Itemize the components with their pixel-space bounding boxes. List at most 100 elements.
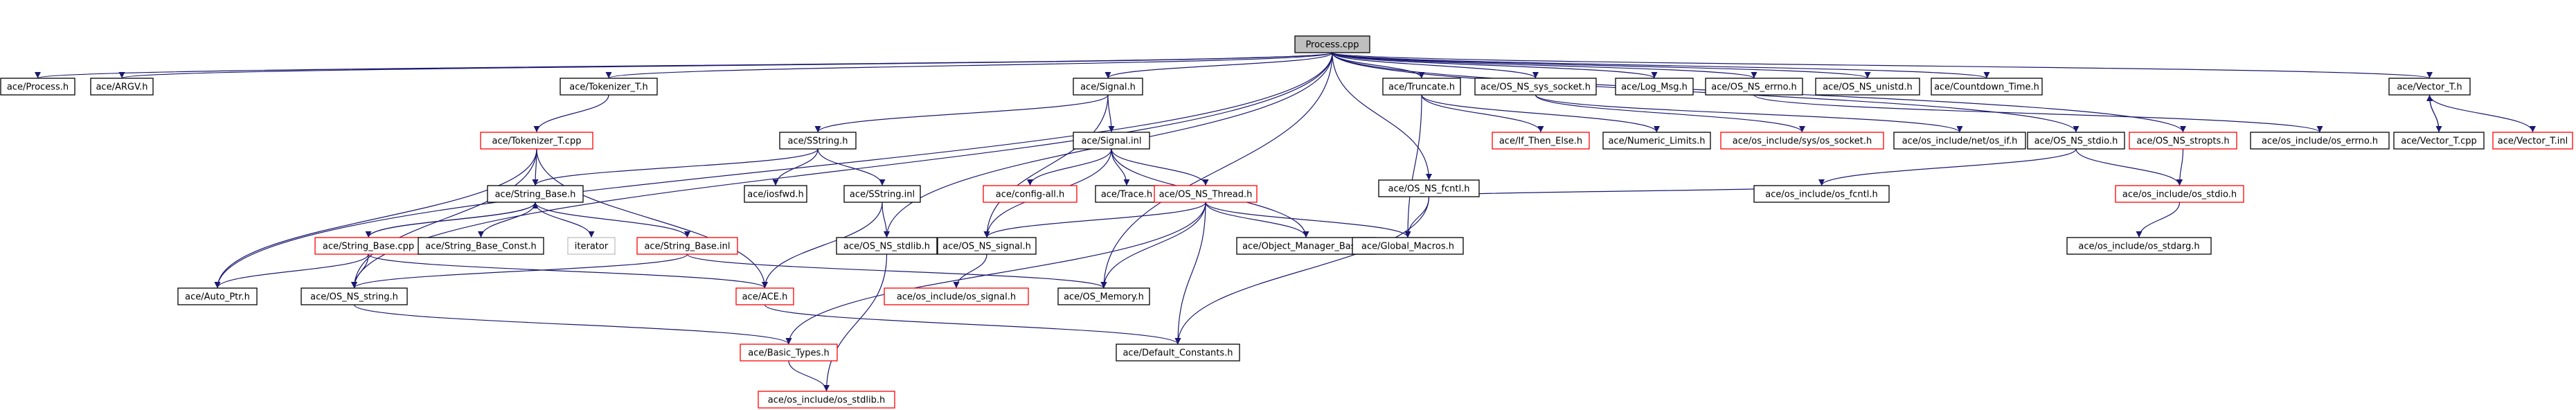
node-n23[interactable]: ace/Vector_T.inl xyxy=(2492,132,2573,150)
edge-n6-n18 xyxy=(1535,94,1963,133)
edge-n5-n16 xyxy=(1421,94,1660,133)
node-n9[interactable]: ace/OS_NS_unistd.h xyxy=(1815,78,1920,96)
node-box xyxy=(90,78,154,96)
node-box xyxy=(177,287,258,305)
node-n4[interactable]: ace/Signal.h xyxy=(1073,78,1143,96)
node-n38[interactable]: ace/OS_NS_signal.h xyxy=(937,237,1037,255)
node-n15[interactable]: ace/If_Then_Else.h xyxy=(1492,132,1590,150)
node-n22[interactable]: ace/Vector_T.cpp xyxy=(2393,132,2485,150)
node-label: ace/OS_NS_fcntl.h xyxy=(1388,184,1470,195)
node-label: ace/os_include/os_stdio.h xyxy=(2122,190,2237,200)
node-n2[interactable]: ace/ARGV.h xyxy=(90,78,154,96)
edge-n5-n40 xyxy=(1404,94,1422,238)
node-n7[interactable]: ace/Log_Msg.h xyxy=(1615,78,1694,96)
edge-n0-n42 xyxy=(214,52,1333,289)
node-n12[interactable]: ace/Tokenizer_T.cpp xyxy=(480,132,593,150)
node-n18[interactable]: ace/os_include/net/os_if.h xyxy=(1893,132,2026,150)
node-box xyxy=(1378,179,1480,197)
node-box xyxy=(1615,78,1694,96)
node-label: ace/Numeric_Limits.h xyxy=(1608,136,1705,147)
edge-n32-n41 xyxy=(2136,202,2181,238)
node-n48[interactable]: ace/Default_Constants.h xyxy=(1116,344,1240,362)
node-n6[interactable]: ace/OS_NS_sys_socket.h xyxy=(1474,78,1597,96)
node-n43[interactable]: ace/OS_NS_string.h xyxy=(301,287,408,305)
node-n41[interactable]: ace/os_include/os_stdarg.h xyxy=(2066,237,2212,255)
node-n40[interactable]: ace/Global_Macros.h xyxy=(1352,237,1464,255)
edge-n14-n28 xyxy=(1027,148,1112,186)
node-label: ace/If_Then_Else.h xyxy=(1499,136,1582,147)
node-n8[interactable]: ace/OS_NS_errno.h xyxy=(1705,78,1803,96)
node-box xyxy=(1705,78,1803,96)
node-box xyxy=(1352,237,1464,255)
node-box xyxy=(2129,132,2237,150)
node-n14[interactable]: ace/Signal.inl xyxy=(1073,132,1150,150)
node-n42[interactable]: ace/Auto_Ptr.h xyxy=(177,287,258,305)
node-box xyxy=(2250,132,2390,150)
node-label: ace/OS_NS_sys_socket.h xyxy=(1481,82,1591,93)
node-label: iterator xyxy=(575,242,609,252)
edge-n6-n17 xyxy=(1535,94,1805,133)
edge-n43-n47 xyxy=(353,304,792,345)
node-n37[interactable]: ace/OS_NS_stdlib.h xyxy=(836,237,938,255)
node-box xyxy=(1931,78,2043,96)
edge-n0-n6 xyxy=(1332,52,1539,79)
node-n25[interactable]: ace/String_Base.h xyxy=(487,185,584,203)
edge-n0-n8 xyxy=(1332,52,1757,79)
node-label: ace/os_include/os_stdlib.h xyxy=(768,395,885,406)
edge-n30-n48 xyxy=(1174,202,1206,345)
node-n45[interactable]: ace/os_include/os_signal.h xyxy=(884,287,1029,305)
node-box xyxy=(1602,132,1711,150)
edges-layer xyxy=(35,52,2536,392)
node-box xyxy=(418,237,544,255)
edge-n0-n1 xyxy=(35,52,1333,79)
node-n5[interactable]: ace/Truncate.h xyxy=(1382,78,1461,96)
node-n28[interactable]: ace/config-all.h xyxy=(983,185,1077,203)
node-n31[interactable]: ace/os_include/os_fcntl.h xyxy=(1753,185,1890,203)
node-label: ace/OS_NS_stdlib.h xyxy=(843,242,930,252)
node-n26[interactable]: ace/iosfwd.h xyxy=(744,185,807,203)
node-n34[interactable]: ace/String_Base_Const.h xyxy=(418,237,544,255)
node-box xyxy=(836,237,938,255)
edge-n3-n12 xyxy=(533,94,609,133)
node-label: ace/Object_Manager_Base.h xyxy=(1242,242,1370,252)
node-box xyxy=(2393,132,2485,150)
node-n20[interactable]: ace/OS_NS_stropts.h xyxy=(2129,132,2237,150)
node-n10[interactable]: ace/Countdown_Time.h xyxy=(1931,78,2043,96)
node-n46[interactable]: ace/OS_Memory.h xyxy=(1057,287,1150,305)
edge-n30-n47 xyxy=(785,202,1206,345)
node-n32[interactable]: ace/os_include/os_stdio.h xyxy=(2115,185,2244,203)
node-box xyxy=(1294,35,1370,53)
edge-n0-n19 xyxy=(1332,52,2079,133)
node-label: ace/ACE.h xyxy=(742,292,788,303)
node-n13[interactable]: ace/SString.h xyxy=(779,132,857,150)
node-n36[interactable]: ace/String_Base.inl xyxy=(636,237,738,255)
edge-n36-n43 xyxy=(351,253,688,289)
node-n0[interactable]: Process.cpp xyxy=(1294,35,1370,53)
node-n16[interactable]: ace/Numeric_Limits.h xyxy=(1602,132,1711,150)
node-n11[interactable]: ace/Vector_T.h xyxy=(2388,78,2471,96)
node-n17[interactable]: ace/os_include/sys/os_socket.h xyxy=(1720,132,1884,150)
edge-n19-n32 xyxy=(2075,148,2183,186)
node-label: ace/Global_Macros.h xyxy=(1361,242,1454,252)
node-n49[interactable]: ace/os_include/os_stdlib.h xyxy=(758,391,895,409)
node-n21[interactable]: ace/os_include/os_errno.h xyxy=(2250,132,2390,150)
node-label: ace/os_include/sys/os_socket.h xyxy=(1733,136,1872,147)
edge-n0-n3 xyxy=(606,52,1333,79)
node-n3[interactable]: ace/Tokenizer_T.h xyxy=(560,78,658,96)
node-n47[interactable]: ace/Basic_Types.h xyxy=(740,344,838,362)
node-n27[interactable]: ace/SString.inl xyxy=(843,185,921,203)
node-n19[interactable]: ace/OS_NS_stdio.h xyxy=(2027,132,2125,150)
node-label: ace/String_Base_Const.h xyxy=(425,242,536,252)
edge-n22-n11 xyxy=(2426,94,2440,133)
edge-n0-n7 xyxy=(1332,52,1658,79)
node-n30[interactable]: ace/OS_NS_Thread.h xyxy=(1154,185,1258,203)
edge-n12-n43 xyxy=(351,148,537,289)
node-n29[interactable]: ace/Trace.h xyxy=(1095,185,1159,203)
node-label: ace/Vector_T.h xyxy=(2397,82,2462,93)
node-n33[interactable]: ace/String_Base.cpp xyxy=(314,237,422,255)
node-n44[interactable]: ace/ACE.h xyxy=(735,287,794,305)
edge-n25-n34 xyxy=(478,202,536,238)
node-n1[interactable]: ace/Process.h xyxy=(0,78,75,96)
edge-n30-n38 xyxy=(983,202,1206,238)
node-n24[interactable]: ace/OS_NS_fcntl.h xyxy=(1378,179,1480,197)
